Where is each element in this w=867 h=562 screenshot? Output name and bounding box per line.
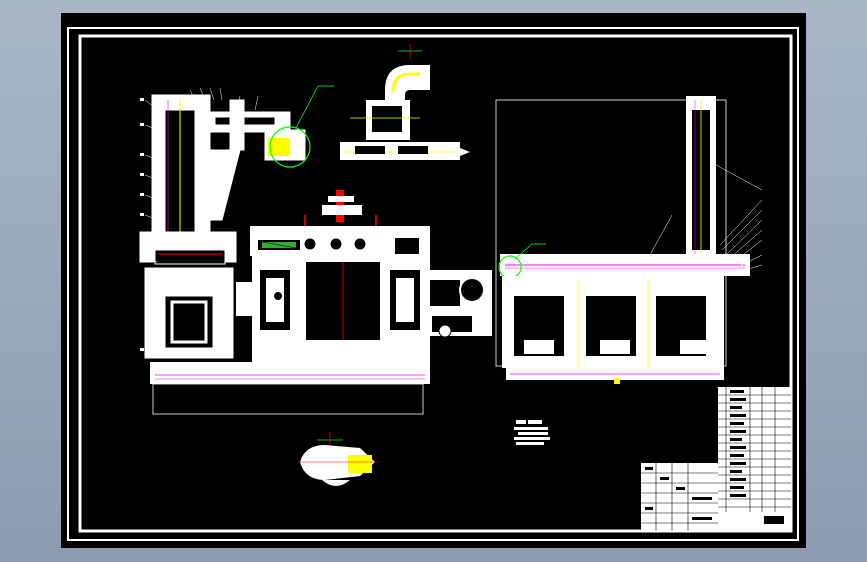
sheet-inner-frame	[78, 34, 793, 533]
sheet-outer-frame	[67, 27, 799, 541]
title-block	[641, 463, 718, 531]
technical-notes-block	[514, 420, 550, 445]
left-column-assembly	[139, 85, 334, 359]
right-elevation-view	[495, 96, 763, 384]
center-machine-assembly	[150, 190, 492, 415]
drawing-canvas[interactable]	[61, 13, 806, 548]
gripper-detail-view	[340, 44, 470, 160]
parts-list-table	[718, 387, 791, 531]
assembly-drawing	[67, 27, 799, 541]
bottom-detail-view	[298, 432, 380, 486]
